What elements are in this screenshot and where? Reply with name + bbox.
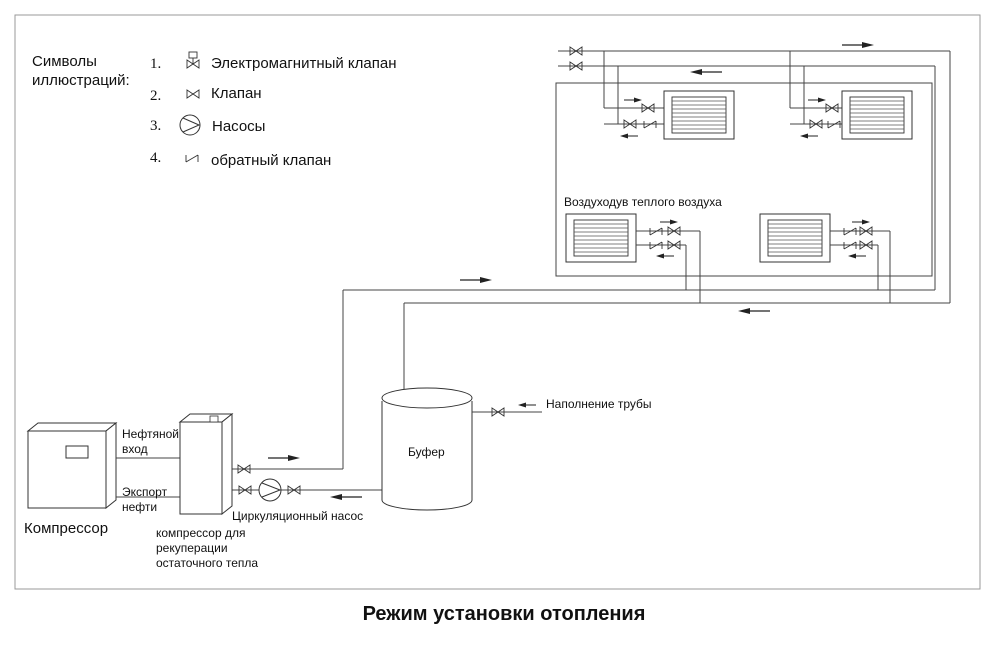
air-heater [759,213,831,263]
circulation-pump-label: Циркуляционный насос [232,509,363,523]
air-heater [841,90,913,140]
oil-export-label-2: нефти [122,500,157,514]
buffer-tank: Буфер Наполнение трубы [381,387,652,511]
legend: Символы иллюстраций: 1. Электромагнитный… [32,51,397,169]
check-valve-icon [185,154,199,163]
flow-arrow [459,276,493,284]
flow-arrow [517,402,537,408]
legend-title-line2: иллюстраций: [32,72,130,89]
main-loop: Циркуляционный насос [222,290,405,523]
oil-inlet-label-1: Нефтяной [122,427,179,441]
solenoid-valve-icon [186,51,200,69]
flow-arrow [267,454,301,462]
legend-label-3: Насосы [212,118,265,135]
legend-label-2: Клапан [211,85,262,102]
heat-recovery-unit: компрессор для рекуперации остаточного т… [156,412,258,570]
oil-export-label-1: Экспорт [122,485,168,499]
legend-num-1: 1. [150,56,161,72]
flow-arrow [329,493,363,501]
diagram-frame [14,14,981,590]
air-heater [565,213,637,263]
compressor: Компрессор [24,421,118,537]
valve-icon [186,89,200,99]
buffer-label: Буфер [408,445,445,459]
air-duct-label: Воздуходув теплого воздуха [564,195,722,209]
recovery-label-2: рекуперации [156,541,228,555]
flow-arrow [689,68,723,76]
legend-label-1: Электромагнитный клапан [211,55,397,72]
legend-label-4: обратный клапан [211,152,331,169]
oil-inlet-label-2: вход [122,442,148,456]
air-heater [663,90,735,140]
legend-num-3: 3. [150,118,161,134]
flow-arrow [737,307,771,315]
compressor-label: Компрессор [24,520,108,537]
flow-arrow [841,41,875,49]
legend-title-line1: Символы [32,53,97,70]
pump-icon [179,114,201,136]
pipe-fill-label: Наполнение трубы [546,397,652,411]
legend-num-4: 4. [150,150,161,166]
circulation-pump-icon [258,478,282,502]
diagram-caption: Режим установки отопления [363,603,646,625]
recovery-label-3: остаточного тепла [156,556,258,570]
compressor-panel [65,445,89,459]
legend-num-2: 2. [150,88,161,104]
room-boundary [555,82,933,277]
recovery-label-1: компрессор для [156,526,245,540]
room-piping: Воздуходув теплого воздуха [343,41,951,315]
